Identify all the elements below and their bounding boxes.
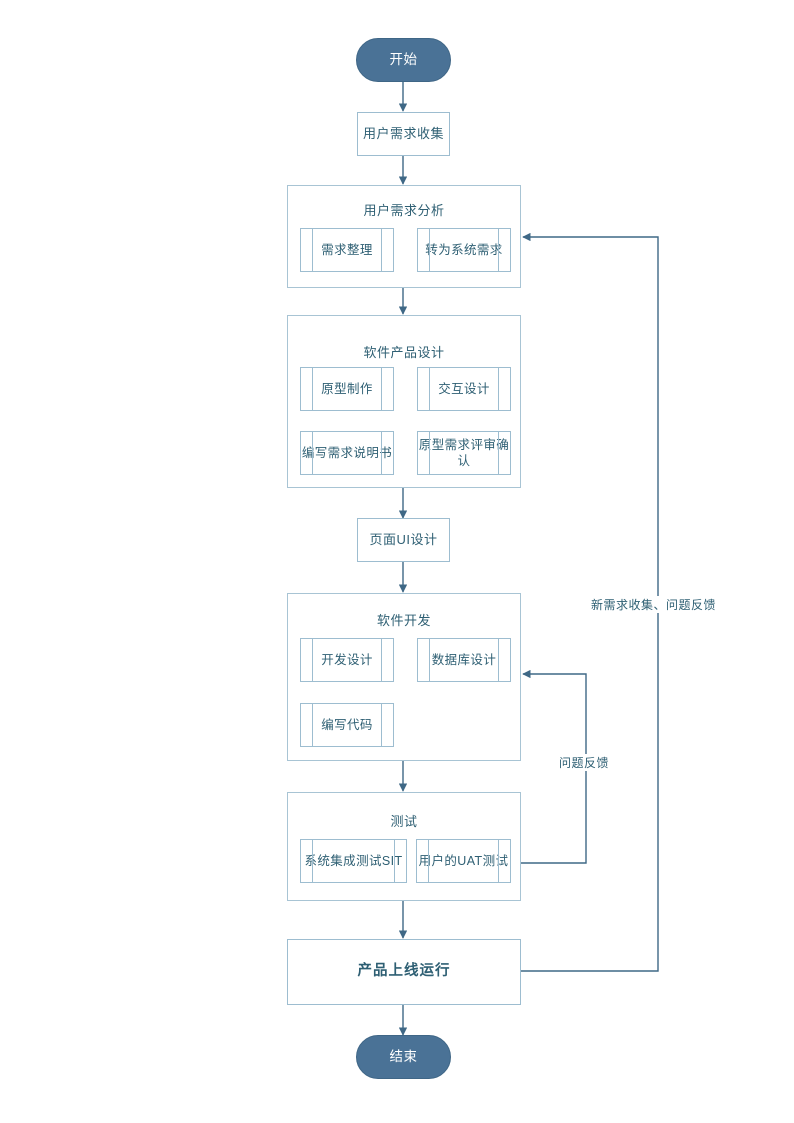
subprocess-sit-label: 系统集成测试SIT [304, 853, 403, 868]
subprocess-requirement-sorting[interactable]: 需求整理 [300, 228, 394, 272]
group-testing-title: 测试 [390, 814, 418, 829]
subprocess-database-design-label: 数据库设计 [431, 652, 497, 667]
subprocess-convert-to-system-requirement[interactable]: 转为系统需求 [417, 228, 511, 272]
node-end[interactable]: 结束 [356, 1035, 451, 1079]
group-testing[interactable]: 测试 系统集成测试SIT 用户的UAT测试 [287, 792, 521, 901]
subprocess-interaction-design[interactable]: 交互设计 [417, 367, 511, 411]
subprocess-dev-design-label: 开发设计 [321, 652, 373, 667]
subprocess-write-requirement-spec-label: 编写需求说明书 [301, 445, 393, 460]
node-requirement-collect-label: 用户需求收集 [362, 126, 444, 142]
node-requirement-collect[interactable]: 用户需求收集 [357, 112, 450, 156]
node-release-label: 产品上线运行 [357, 963, 451, 980]
group-requirement-analysis-title: 用户需求分析 [363, 203, 445, 218]
node-release[interactable]: 产品上线运行 [287, 939, 521, 1005]
node-ui-design[interactable]: 页面UI设计 [357, 518, 450, 562]
subprocess-convert-to-system-requirement-label: 转为系统需求 [425, 242, 503, 257]
group-product-design-title: 软件产品设计 [363, 345, 445, 360]
subprocess-prototype-review-label: 原型需求评审确认 [418, 437, 510, 468]
group-requirement-analysis[interactable]: 用户需求分析 需求整理 转为系统需求 [287, 185, 521, 288]
subprocess-interaction-design-label: 交互设计 [438, 381, 490, 396]
subprocess-write-requirement-spec[interactable]: 编写需求说明书 [300, 431, 394, 475]
group-product-design[interactable]: 软件产品设计 原型制作 交互设计 编写需求说明书 原型需求评审确认 [287, 315, 521, 488]
subprocess-prototyping-label: 原型制作 [321, 381, 373, 396]
edge-label-issue-feedback: 问题反馈 [556, 754, 613, 771]
node-start-label: 开始 [389, 51, 418, 67]
subprocess-prototype-review[interactable]: 原型需求评审确认 [417, 431, 511, 475]
subprocess-dev-design[interactable]: 开发设计 [300, 638, 394, 682]
subprocess-sit[interactable]: 系统集成测试SIT [300, 839, 407, 883]
subprocess-write-code[interactable]: 编写代码 [300, 703, 394, 747]
node-ui-design-label: 页面UI设计 [369, 532, 438, 548]
subprocess-write-code-label: 编写代码 [321, 717, 373, 732]
edge-label-new-requirements-feedback: 新需求收集、问题反馈 [588, 596, 720, 613]
group-development[interactable]: 软件开发 开发设计 数据库设计 编写代码 [287, 593, 521, 761]
subprocess-uat-label: 用户的UAT测试 [418, 853, 509, 868]
group-development-title: 软件开发 [376, 613, 431, 628]
node-end-label: 结束 [389, 1048, 418, 1064]
subprocess-uat[interactable]: 用户的UAT测试 [416, 839, 511, 883]
subprocess-prototyping[interactable]: 原型制作 [300, 367, 394, 411]
subprocess-requirement-sorting-label: 需求整理 [321, 242, 373, 257]
node-start[interactable]: 开始 [356, 38, 451, 82]
subprocess-database-design[interactable]: 数据库设计 [417, 638, 511, 682]
